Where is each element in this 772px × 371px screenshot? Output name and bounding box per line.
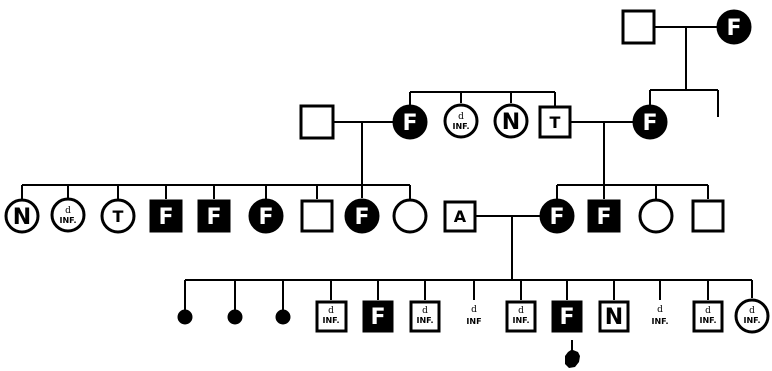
label-f: F (559, 305, 574, 330)
label-n: N (502, 110, 520, 135)
label-t: T (550, 113, 561, 132)
gen3-normal-male-unlabeled (300, 199, 334, 233)
gen4-miscarriage-1 (177, 309, 193, 325)
label-f: F (549, 205, 564, 230)
gen3-feebleminded-male-2: F (197, 199, 231, 233)
label-d: d (65, 206, 71, 216)
label-inf: INF (466, 317, 481, 326)
gen4-feebleminded-male-1: F (362, 300, 394, 333)
relationship-lines (21, 26, 753, 314)
label-t: T (113, 207, 124, 226)
gen2-feebleminded-wife: F (392, 104, 428, 140)
gen3-alcoholic-father: A (443, 200, 477, 233)
gen4-male-died-infancy-1: d INF. (315, 300, 348, 333)
label-d: d (328, 306, 334, 316)
gen2-feebleminded-female-right: F (632, 104, 668, 140)
gen2-female-died-infancy: d INF. (443, 103, 479, 139)
label-inf: INF. (652, 317, 669, 326)
gen3-male-unlabeled-right (691, 199, 725, 233)
gen4-female-died-infancy: d INF. (734, 298, 770, 334)
label-d: d (458, 112, 464, 122)
gen4-died-infancy-sex-unknown-2: d INF. (652, 305, 669, 326)
label-f: F (206, 205, 221, 230)
gen4-normal-male: N (598, 300, 630, 333)
gen3-feebleminded-mother: F (539, 198, 575, 234)
pointing-hand-icon (565, 340, 580, 368)
label-inf: INF. (453, 122, 470, 131)
label-a: A (454, 207, 467, 226)
label-d: d (705, 306, 711, 316)
label-d: d (749, 306, 755, 316)
gen1-grandfather-maternal-line (621, 9, 656, 45)
gen4-male-died-infancy-2: d INF. (409, 300, 441, 333)
label-inf: INF. (744, 316, 761, 325)
gen3-female-unlabeled (392, 198, 428, 234)
label-f: F (370, 305, 385, 330)
label-f: F (158, 205, 173, 230)
label-d: d (471, 305, 477, 315)
label-inf: INF. (513, 316, 530, 325)
label-n: N (13, 205, 31, 230)
gen3-feebleminded-male-3: F (587, 199, 621, 233)
label-f: F (402, 111, 417, 136)
label-d: d (518, 306, 524, 316)
gen4-male-died-infancy-3: d INF. (505, 300, 537, 333)
gen3-tubercular-female: T (100, 198, 136, 234)
gen3-feebleminded-female-1: F (248, 198, 284, 234)
gen4-male-died-infancy-4: d INF. (692, 300, 724, 333)
gen4-feebleminded-male-propositus: F (551, 300, 583, 333)
gen2-normal-female: N (493, 103, 529, 139)
gen4-miscarriage-2 (227, 309, 243, 325)
gen3-normal-female: N (4, 198, 40, 234)
gen1-grandmother-feebleminded: F (716, 9, 752, 45)
label-inf: INF. (323, 316, 340, 325)
label-inf: INF. (60, 216, 77, 225)
gen4-miscarriage-3 (275, 309, 291, 325)
label-inf: INF. (700, 316, 717, 325)
label-f: F (726, 16, 741, 41)
gen3-feebleminded-female-2: F (344, 198, 380, 234)
label-d: d (657, 305, 663, 315)
label-f: F (258, 205, 273, 230)
label-n: N (605, 305, 623, 330)
gen3-female-died-infancy: d INF. (50, 197, 86, 233)
gen2-left-husband (299, 104, 335, 140)
label-f: F (354, 205, 369, 230)
gen3-feebleminded-male-1: F (149, 199, 183, 233)
label-inf: INF. (417, 316, 434, 325)
label-f: F (596, 205, 611, 230)
gen4-died-infancy-sex-unknown: d INF (466, 305, 481, 326)
label-d: d (422, 306, 428, 316)
label-f: F (642, 111, 657, 136)
gen3-female-unlabeled-right (638, 198, 674, 234)
gen2-tubercular-male: T (538, 105, 572, 139)
